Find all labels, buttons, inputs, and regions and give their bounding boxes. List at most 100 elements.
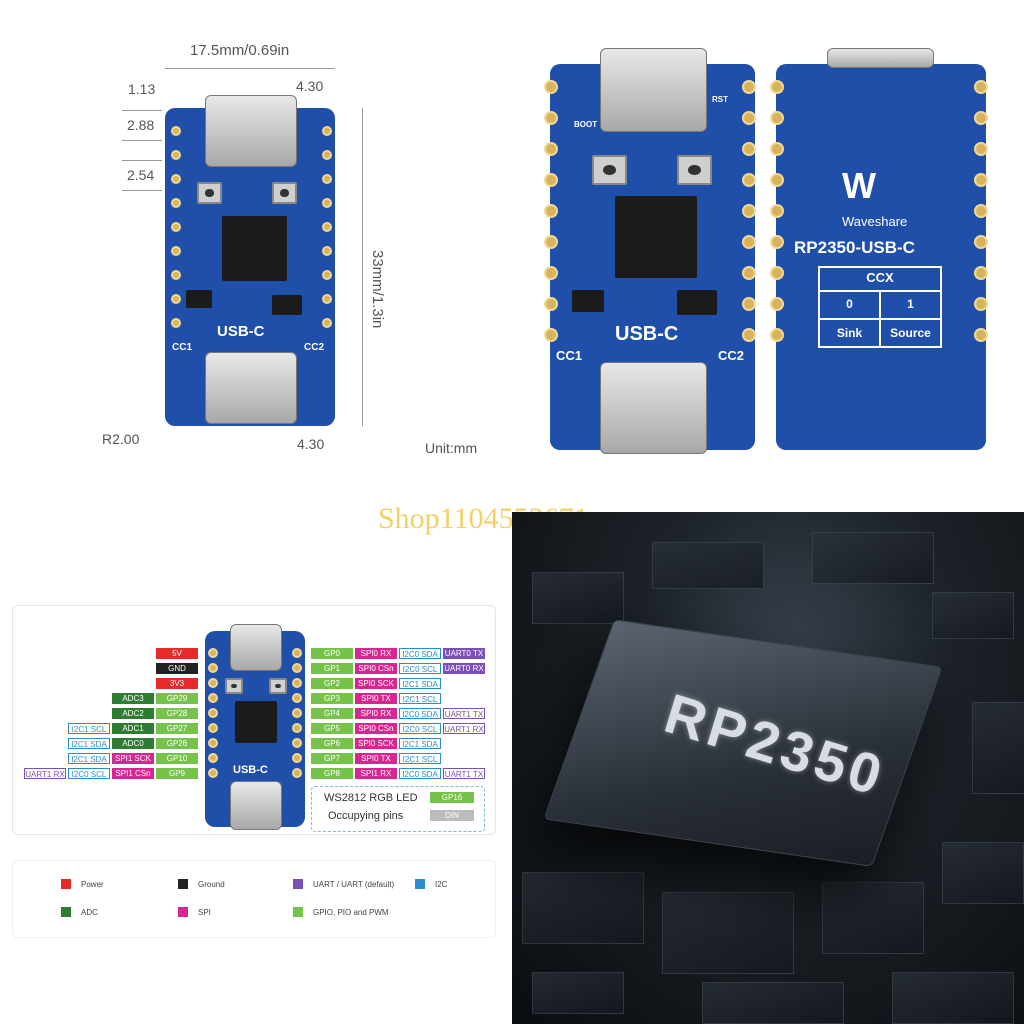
pin-pad bbox=[322, 318, 332, 328]
pin-pad bbox=[974, 173, 988, 187]
pin-label-right: GP3 bbox=[311, 693, 353, 704]
pin-pad bbox=[544, 142, 558, 156]
pin-label-left: SPI1 SCK bbox=[112, 753, 154, 764]
ccx-label-source: Source bbox=[890, 326, 931, 340]
dimension-2-88: 2.88 bbox=[127, 117, 155, 133]
background-chip bbox=[972, 702, 1024, 794]
pin-pad bbox=[292, 753, 302, 763]
led-pin: GP16 bbox=[430, 792, 474, 803]
pin-label-left: 5V bbox=[156, 648, 198, 659]
pin-pad bbox=[292, 708, 302, 718]
pin-label-right: GP4 bbox=[311, 708, 353, 719]
usb-c-bottom-connector-front bbox=[600, 362, 707, 454]
flash-chip-front-icon bbox=[677, 290, 717, 315]
pin-pad bbox=[770, 111, 784, 125]
pin-label-right: UART1 TX bbox=[443, 768, 485, 779]
pin-pad bbox=[974, 266, 988, 280]
pin-label-right: SPI1 RX bbox=[355, 768, 397, 779]
pin-pad bbox=[742, 111, 756, 125]
pin-pad bbox=[171, 198, 181, 208]
pin-pad bbox=[974, 328, 988, 342]
pin-label-right: I2C0 SDA bbox=[399, 648, 441, 659]
pin-pad bbox=[770, 142, 784, 156]
legend-label: ADC bbox=[81, 908, 98, 917]
pin-pad bbox=[974, 80, 988, 94]
pin-label-left: GP9 bbox=[156, 768, 198, 779]
pin-pad bbox=[544, 80, 558, 94]
pin-label-right: I2C0 SCL bbox=[399, 723, 441, 734]
pin-label-right: SPI0 TX bbox=[355, 693, 397, 704]
flash-chip-icon bbox=[272, 295, 302, 315]
background-chip bbox=[532, 972, 624, 1014]
cc2-front-label: CC2 bbox=[718, 348, 745, 363]
legend-swatch bbox=[178, 907, 188, 917]
pin-pad bbox=[208, 723, 218, 733]
legend-swatch bbox=[61, 879, 71, 889]
legend-label: Ground bbox=[198, 880, 225, 889]
pin-pad bbox=[171, 294, 181, 304]
pin-pad bbox=[292, 663, 302, 673]
dimension-top-right: 4.30 bbox=[296, 78, 324, 94]
pin-label-right: I2C0 SCL bbox=[399, 663, 441, 674]
pin-label-right: SPI0 SCK bbox=[355, 678, 397, 689]
legend-label: GPIO, PIO and PWM bbox=[313, 908, 389, 917]
legend-swatch bbox=[61, 907, 71, 917]
pin-label-right: GP2 bbox=[311, 678, 353, 689]
pin-label-left: GP27 bbox=[156, 723, 198, 734]
legend-label: I2C bbox=[435, 880, 448, 889]
pin-label-right: I2C1 SDA bbox=[399, 738, 441, 749]
ccx-table: CCX 0 1 Sink Source bbox=[818, 266, 942, 348]
pin-pad bbox=[770, 297, 784, 311]
pin-label-left: I2C1 SCL bbox=[68, 723, 110, 734]
pin-pad bbox=[322, 174, 332, 184]
pin-label-right: UART1 TX bbox=[443, 708, 485, 719]
pinout-chip-icon bbox=[235, 701, 277, 743]
pin-label-right: GP5 bbox=[311, 723, 353, 734]
pin-pad bbox=[322, 126, 332, 136]
pin-label-left: UART1 RX bbox=[24, 768, 66, 779]
cc1-front-label: CC1 bbox=[556, 348, 583, 363]
background-chip bbox=[812, 532, 934, 584]
pin-pad bbox=[974, 204, 988, 218]
pin-pad bbox=[208, 648, 218, 658]
pin-pad bbox=[171, 174, 181, 184]
pin-pad bbox=[208, 738, 218, 748]
background-chip bbox=[522, 872, 644, 944]
pin-label-right: SPI0 SCK bbox=[355, 738, 397, 749]
pinout-reset-button bbox=[269, 678, 287, 694]
unit-label: Unit:mm bbox=[425, 440, 478, 456]
dimension-drawing: 17.5mm/0.69in 1.13 2.88 2.54 4.30 33mm/1… bbox=[0, 0, 512, 490]
pin-pad bbox=[974, 111, 988, 125]
pin-pad bbox=[742, 173, 756, 187]
pin-pad bbox=[171, 222, 181, 232]
dimension-bottom-right: 4.30 bbox=[297, 436, 325, 452]
background-chip bbox=[932, 592, 1014, 639]
reset-button-front bbox=[677, 155, 712, 185]
cc2-label: CC2 bbox=[304, 342, 325, 353]
pinout-usb-top bbox=[230, 624, 282, 671]
ccx-value-1: 1 bbox=[907, 297, 914, 311]
pin-label-right: GP0 bbox=[311, 648, 353, 659]
rst-front-label: RST bbox=[712, 95, 728, 104]
pin-label-left: GP10 bbox=[156, 753, 198, 764]
pin-pad bbox=[742, 266, 756, 280]
occupy-pin: DIN bbox=[430, 810, 474, 821]
pin-pad bbox=[974, 142, 988, 156]
waveshare-logo-icon: W bbox=[842, 165, 876, 206]
pin-pad bbox=[742, 235, 756, 249]
pin-pad bbox=[171, 150, 181, 160]
legend-label: Power bbox=[81, 880, 104, 889]
pin-pad bbox=[171, 270, 181, 280]
usb-c-top-connector bbox=[205, 95, 297, 167]
dimension-radius: R2.00 bbox=[102, 431, 140, 447]
pin-label-left: 3V3 bbox=[156, 678, 198, 689]
pin-pad bbox=[770, 204, 784, 218]
pin-pad bbox=[292, 693, 302, 703]
pin-label-left: GP26 bbox=[156, 738, 198, 749]
led-box: WS2812 RGB LED GP16 Occupying pins DIN bbox=[311, 786, 485, 832]
pinout-board-label: USB-C bbox=[233, 764, 268, 776]
pin-label-right: UART1 RX bbox=[443, 723, 485, 734]
legend-label: SPI bbox=[198, 908, 211, 917]
usb-c-top-connector-front bbox=[600, 48, 707, 132]
